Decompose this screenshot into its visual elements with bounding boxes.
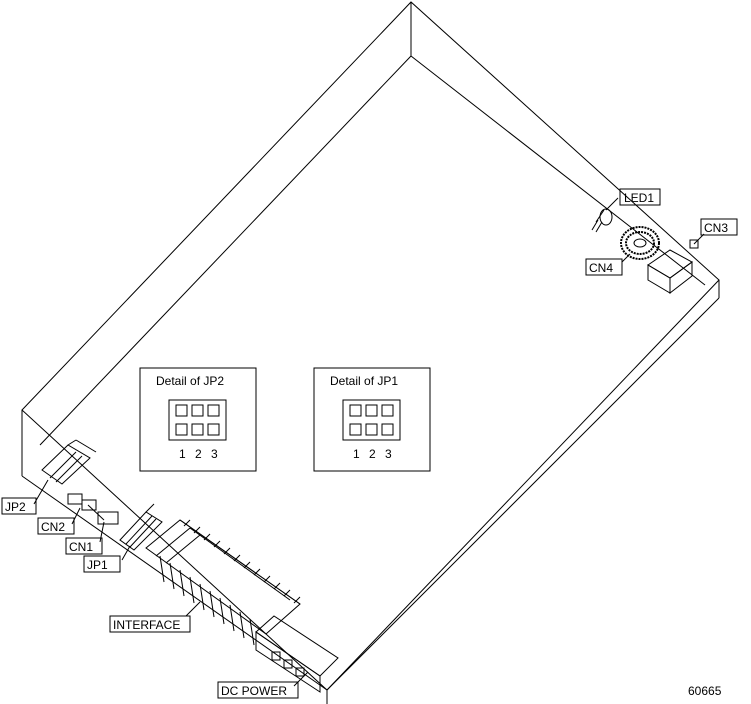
label-cn1: CN1: [69, 540, 93, 554]
label-led1: LED1: [624, 191, 654, 205]
drive-inner-right-rim: [410, 55, 706, 286]
callout-cn3-frame: [700, 218, 738, 236]
leader-cn3: [693, 233, 705, 245]
label-dc-power: DC POWER: [221, 684, 287, 698]
label-cn4: CN4: [589, 261, 613, 275]
callout-cn2-frame: [37, 517, 75, 535]
detail-jp2-pin-1: 1: [179, 447, 186, 461]
detail-jp2-frame: [139, 367, 257, 472]
label-cn3: CN3: [704, 221, 728, 235]
label-cn2: CN2: [41, 520, 65, 534]
callout-jp1-frame: [83, 555, 121, 573]
dc-power-connector: [255, 615, 339, 693]
drive-inner-front-rim: [21, 475, 328, 691]
label-jp2: JP2: [5, 500, 26, 514]
label-interface: INTERFACE: [113, 618, 180, 632]
detail-jp1-title: Detail of JP1: [330, 374, 398, 388]
detail-jp1-pin-3: 3: [385, 447, 392, 461]
drive-inner-left-rim: [39, 55, 412, 446]
callout-cn4-frame: [585, 258, 623, 276]
leader-interface: [185, 601, 201, 617]
leader-cn4: [621, 253, 631, 263]
detail-jp1-pin-1: 1: [353, 447, 360, 461]
led1-component: [591, 208, 613, 233]
callout-dc-power-frame: [217, 681, 299, 699]
cn3-connector: [647, 239, 699, 295]
detail-jp2-title: Detail of JP2: [156, 374, 224, 388]
callout-jp2-frame: [1, 497, 37, 515]
figure-number: 60665: [688, 684, 722, 698]
leader-led1: [605, 197, 619, 211]
interface-connector: [145, 519, 301, 635]
leader-jp1: [121, 545, 131, 561]
detail-jp2-pin-3: 3: [211, 447, 218, 461]
jp1-header: [119, 503, 163, 551]
detail-jp2-pin-2: 2: [195, 447, 202, 461]
drive-top-face: [21, 1, 720, 691]
detail-jp2-block: [168, 399, 227, 441]
detail-jp1-block: [342, 399, 401, 441]
leader-dc-power: [293, 671, 309, 687]
leader-cn1: [99, 521, 105, 543]
callout-led1-frame: [619, 188, 661, 206]
jp2-header: [41, 439, 97, 485]
interface-pins: [159, 519, 301, 646]
callout-interface-frame: [109, 615, 191, 633]
label-jp1: JP1: [87, 558, 108, 572]
drive-right-edge: [326, 297, 720, 691]
callout-cn1-frame: [65, 537, 103, 555]
detail-jp1-pin-2: 2: [369, 447, 376, 461]
cn2-cn1-connectors: [67, 493, 119, 525]
cn4-toroid: [620, 226, 660, 260]
detail-jp1-frame: [313, 367, 431, 472]
leader-cn2: [71, 507, 81, 525]
